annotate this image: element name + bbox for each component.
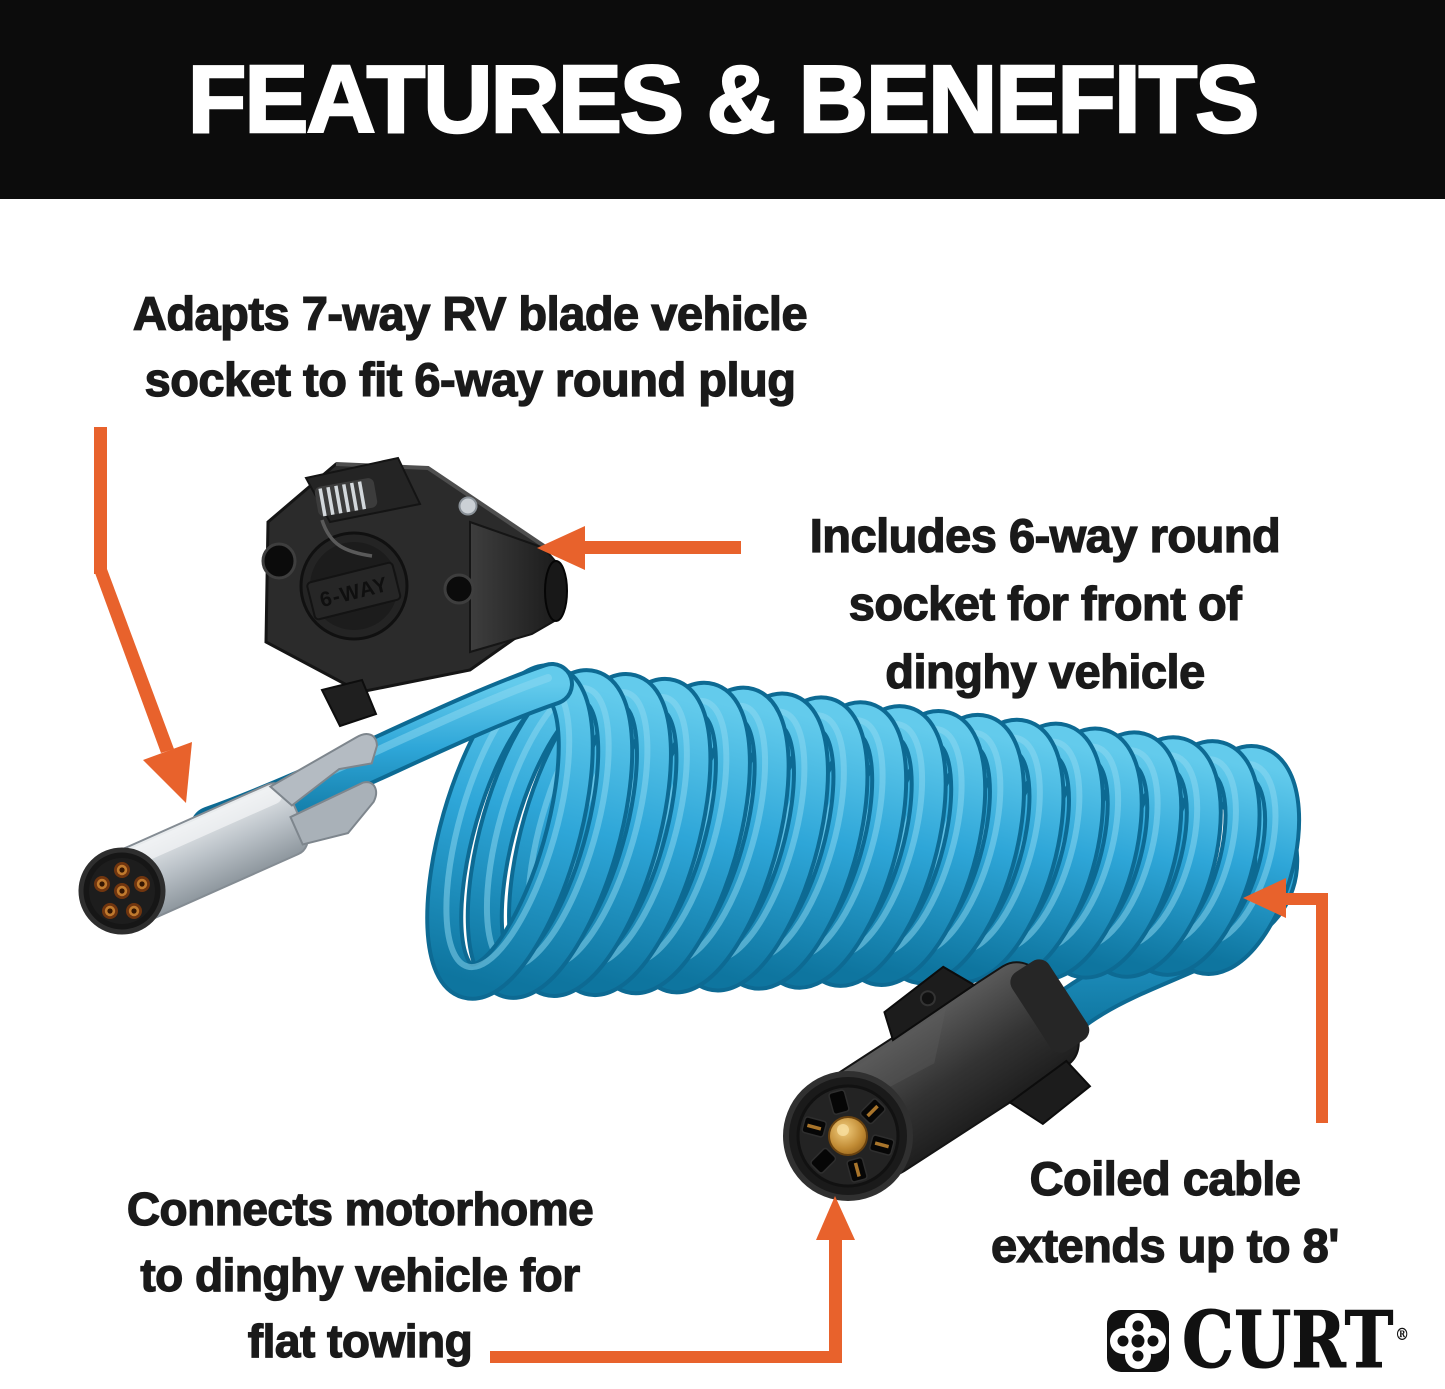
arrow-to-seven-way-plug [490,1196,855,1363]
coiled-cable [425,663,1302,1001]
annotation-line: flat towing [247,1314,473,1367]
callout-arrows [94,427,1328,1363]
annotation-line: Includes 6-way round [809,508,1281,562]
annotation-line: to dinghy vehicle for [140,1248,581,1301]
annotation-connects: Connects motorhome to dinghy vehicle for… [125,1176,595,1374]
six-pin-contacts [94,862,150,919]
arrow-to-six-pin-plug [94,427,192,803]
mounting-hole [443,573,475,605]
seven-way-contacts [801,1089,895,1183]
annotation-line: Connects motorhome [126,1182,594,1235]
annotation-coiled: Coiled cable extends up to 8' [940,1145,1390,1279]
seven-way-blade-plug [783,959,1092,1201]
curt-wordmark: CURT® [1182,1301,1410,1380]
registered-trademark: ® [1395,1325,1410,1345]
arrow-to-six-way-socket [537,526,741,570]
six-way-round-socket: 6-WAY [261,456,568,728]
annotation-line: socket to fit 6-way round plug [144,352,797,406]
brand-name: CURT [1182,1295,1394,1386]
annotation-line: dinghy vehicle [885,644,1206,698]
mounting-hole [261,542,297,580]
annotation-line: socket for front of [848,576,1242,630]
header-bar: FEATURES & BENEFITS [0,0,1445,199]
annotation-includes: Includes 6-way round socket for front of… [755,502,1335,706]
annotation-line: Coiled cable [1029,1151,1302,1205]
annotation-line: Adapts 7-way RV blade vehicle [132,286,808,340]
curt-logo: CURT® [1106,1301,1445,1380]
socket-back-cone [469,520,557,654]
curt-logo-icon [1107,1310,1169,1372]
center-pin [828,1116,868,1156]
socket-hinge-pin [458,496,478,516]
six-pin-round-plug [78,733,378,935]
annotation-adapts: Adapts 7-way RV blade vehicle socket to … [40,281,900,413]
page-title: FEATURES & BENEFITS [186,44,1260,154]
arrow-to-coiled-cable [1243,878,1328,1123]
annotation-line: extends up to 8' [990,1218,1340,1272]
socket-spring [314,478,378,517]
